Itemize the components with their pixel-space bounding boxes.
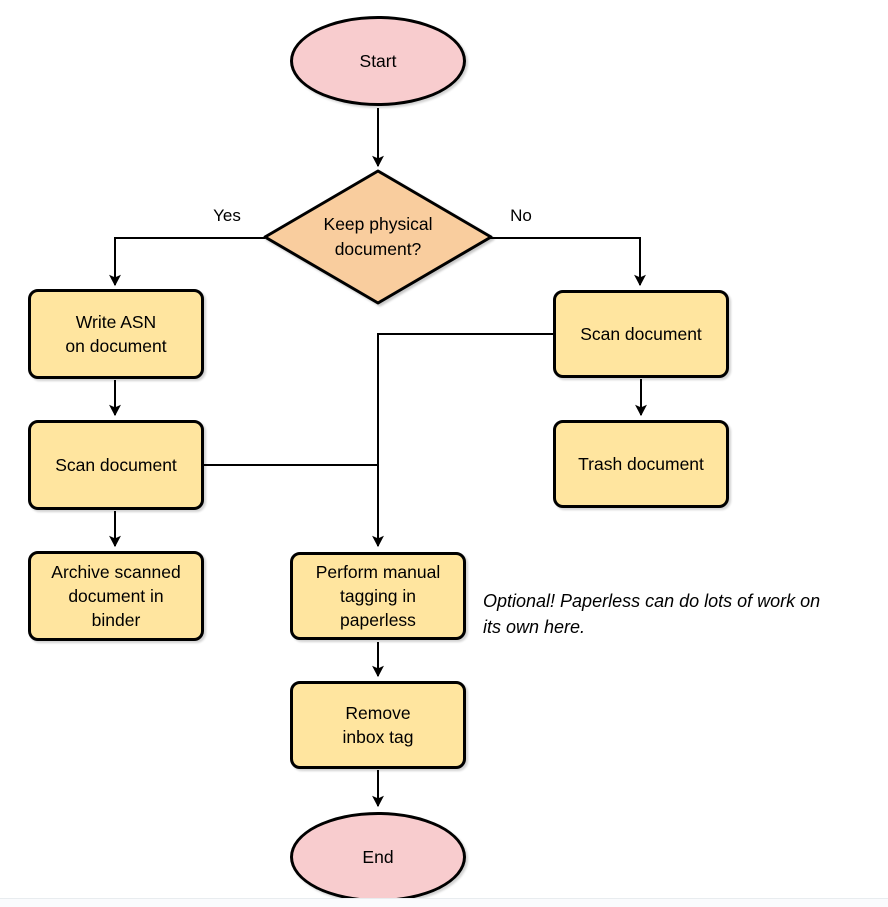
- decision-node-shape: [263, 169, 493, 305]
- edge-decision-to-scan-right: [490, 237, 646, 287]
- edge-label-yes: Yes: [213, 206, 241, 225]
- page-bottom-divider: [0, 898, 888, 907]
- end-node-label: End: [362, 847, 394, 867]
- scan-document-left-node-label: Scan document: [55, 455, 177, 475]
- end-node: End: [290, 812, 466, 902]
- scan-document-left-node: Scan document: [28, 420, 204, 510]
- start-node: Start: [290, 16, 466, 106]
- edge-label-no: No: [510, 206, 532, 225]
- edge-scan-right-to-perform-tagging: [372, 333, 553, 548]
- trash-document-node-label: Trash document: [578, 454, 704, 474]
- perform-tagging-node-label: Perform manual tagging in paperless: [315, 562, 441, 630]
- decision-node-label: Keep physical document?: [323, 214, 433, 259]
- scan-document-right-node-label: Scan document: [580, 324, 702, 344]
- archive-node: Archive scanned document in binder: [28, 551, 204, 641]
- write-asn-node: Write ASN on document: [28, 289, 204, 379]
- archive-node-label: Archive scanned document in binder: [51, 562, 181, 630]
- trash-document-node: Trash document: [553, 420, 729, 508]
- remove-inbox-tag-node-label: Remove inbox tag: [342, 703, 414, 747]
- remove-inbox-tag-node: Remove inbox tag: [290, 681, 466, 769]
- edge-decision-to-write-asn: [109, 237, 265, 287]
- optional-annotation: Optional! Paperless can do lots of work …: [483, 591, 821, 637]
- scan-document-right-node: Scan document: [553, 290, 729, 378]
- start-node-label: Start: [359, 51, 397, 71]
- perform-tagging-node: Perform manual tagging in paperless: [290, 552, 466, 640]
- write-asn-node-label: Write ASN on document: [65, 312, 167, 356]
